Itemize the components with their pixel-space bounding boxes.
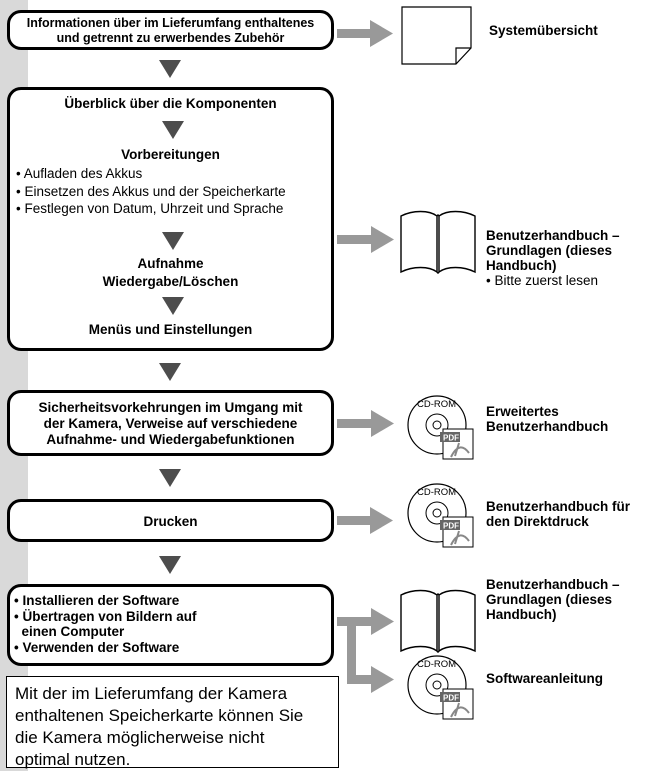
note-line: optimal nutzen. (15, 750, 131, 769)
note-line: Mit der im Lieferumfang der Kamera (15, 684, 288, 703)
flow-arrow-down-icon (159, 363, 181, 381)
list-item: • Übertragen von Bildern auf (14, 608, 197, 624)
preparation-list: • Aufladen des Akkus • Einsetzen des Akk… (16, 165, 286, 218)
open-book-icon (400, 589, 476, 653)
doc-title-line: Grundlagen (dieses (486, 243, 613, 258)
note-line: enthaltenen Speicherkarte können Sie (15, 706, 304, 725)
box4-line1: Drucken (143, 514, 198, 529)
box3-line2: der Kamera, Verweise auf verschiedene (43, 416, 298, 431)
doc-title-line: Handbuch) (486, 607, 557, 622)
pdf-label: PDF (443, 694, 459, 703)
doc-title-line: Erweitertes (486, 404, 559, 419)
flow-box-safety: Sicherheitsvorkehrungen im Umgang mit de… (7, 390, 334, 456)
doc-title-line: Grundlagen (dieses (486, 592, 613, 607)
flow-arrow-down-icon (162, 232, 184, 250)
flow-arrow-down-icon (159, 556, 181, 574)
list-item: • Einsetzen des Akkus und der Speicherka… (16, 183, 286, 199)
cd-label: CD-ROM (417, 399, 456, 410)
doc-label-direct-print-guide: Benutzerhandbuch für den Direktdruck (486, 499, 630, 529)
doc-note: • Bitte zuerst lesen (486, 273, 599, 288)
box1-line1: Informationen über im Lieferumfang entha… (26, 16, 315, 30)
doc-title-line: Benutzerhandbuch für (486, 499, 630, 514)
list-item: • Installieren der Software (14, 593, 180, 608)
cd-rom-pdf-icon: CD-ROM PDF (407, 655, 474, 720)
box3-line3: Aufnahme- und Wiedergabefunktionen (46, 432, 295, 447)
flow-box-basics: Überblick über die Komponenten Vorbereit… (7, 87, 334, 351)
doc-title-line: Benutzerhandbuch (486, 419, 609, 434)
doc-label-basic-guide: Benutzerhandbuch – Grundlagen (dieses Ha… (486, 228, 620, 288)
pdf-label: PDF (443, 522, 459, 531)
box3-line1: Sicherheitsvorkehrungen im Umgang mit (38, 400, 303, 415)
list-item: • Festlegen von Datum, Uhrzeit und Sprac… (16, 201, 284, 216)
cd-label: CD-ROM (417, 659, 456, 670)
pdf-label: PDF (443, 434, 459, 443)
flow-arrow-down-icon (162, 297, 184, 315)
flow-box-accessories: Informationen über im Lieferumfang entha… (7, 10, 334, 50)
box1-line2: und getrennt zu erwerbendes Zubehör (56, 31, 285, 45)
cd-rom-pdf-icon: CD-ROM PDF (407, 483, 474, 548)
doc-title: Systemübersicht (489, 23, 598, 38)
box2-title-components: Überblick über die Komponenten (64, 96, 277, 111)
cd-label: CD-ROM (417, 487, 456, 498)
document-sheet-icon (401, 6, 472, 65)
note-line: die Kamera möglicherweise nicht (15, 728, 265, 747)
memory-card-note: Mit der im Lieferumfang der Kamera entha… (6, 676, 339, 769)
flow-box-software: • Installieren der Software • Übertragen… (7, 584, 334, 666)
doc-title-line: Benutzerhandbuch – (486, 228, 620, 243)
box2-title-menus: Menüs und Einstellungen (88, 322, 253, 337)
open-book-icon (400, 210, 476, 274)
doc-label-software-guide: Softwareanleitung (486, 671, 603, 686)
box2-title-preparation: Vorbereitungen (121, 147, 220, 162)
doc-title-line: den Direktdruck (486, 514, 589, 529)
doc-label-advanced-guide: Erweitertes Benutzerhandbuch (486, 404, 608, 434)
list-item: • Aufladen des Akkus (16, 166, 143, 181)
list-item: einen Computer (14, 624, 125, 639)
doc-title: Softwareanleitung (486, 671, 604, 686)
doc-label-system-overview: Systemübersicht (489, 23, 598, 38)
cd-rom-pdf-icon: CD-ROM PDF (407, 395, 474, 460)
doc-title-line: Handbuch) (486, 258, 557, 273)
flow-arrow-down-icon (162, 121, 184, 139)
box2-title-shooting: Aufnahme (137, 256, 204, 271)
box2-title-playback: Wiedergabe/Löschen (102, 274, 239, 289)
flow-arrow-down-icon (159, 469, 181, 487)
doc-title-line: Benutzerhandbuch – (486, 577, 620, 592)
flow-box-printing: Drucken (7, 499, 334, 542)
doc-label-basic-guide-2: Benutzerhandbuch – Grundlagen (dieses Ha… (486, 577, 620, 622)
flow-arrow-down-icon (159, 60, 181, 78)
list-item: • Verwenden der Software (14, 639, 180, 655)
